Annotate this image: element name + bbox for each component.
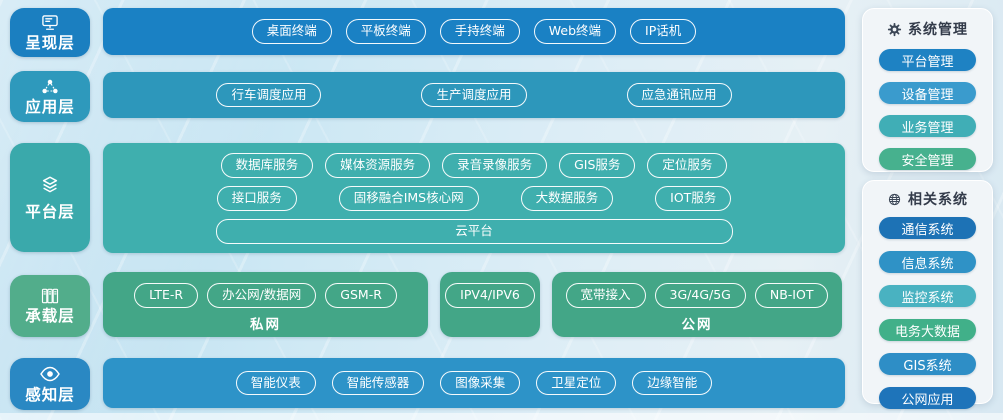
platform-services-row-1: 数据库服务 媒体资源服务 录音录像服务 GIS服务 定位服务 (220, 153, 728, 178)
cloud-platform-pill: 云平台 (215, 218, 733, 244)
service-pill: 固移融合IMS核心网 (338, 185, 479, 211)
service-pill: 定位服务 (647, 153, 728, 178)
application-band: 行车调度应用 生产调度应用 应急通讯应用 (103, 72, 845, 118)
service-pill: GIS服务 (559, 153, 636, 178)
network-pill: 办公网/数据网 (207, 283, 317, 308)
service-pill: 接口服务 (216, 185, 297, 211)
network-pill: GSM-R (325, 283, 397, 308)
system-management-title: 系统管理 (908, 22, 968, 38)
device-management-button[interactable]: 设备管理 (879, 82, 976, 104)
platform-band: 数据库服务 媒体资源服务 录音录像服务 GIS服务 定位服务 接口服务 固移融合… (103, 143, 845, 253)
sensor-pill: 边缘智能 (632, 370, 713, 396)
service-pill: IOT服务 (655, 185, 732, 211)
related-systems-header: 相关系统 (863, 189, 992, 209)
terminal-pill: IP话机 (630, 19, 697, 44)
security-management-button[interactable]: 安全管理 (879, 148, 976, 170)
gis-system-button[interactable]: GIS系统 (879, 353, 976, 375)
sensor-pill: 卫星定位 (536, 370, 617, 396)
layer-label: 应用层 (25, 97, 75, 116)
rack-icon (41, 289, 59, 304)
service-pill: 媒体资源服务 (325, 153, 431, 178)
service-pill: 数据库服务 (220, 153, 314, 178)
public-network-pills: 宽带接入 3G/4G/5G NB-IOT (565, 283, 829, 308)
railway-bigdata-button[interactable]: 电务大数据 (879, 319, 976, 341)
app-pill: 应急通讯应用 (626, 82, 732, 108)
related-systems-card: 相关系统 通信系统 信息系统 监控系统 电务大数据 GIS系统 公网应用 (862, 180, 993, 409)
monitoring-system-button[interactable]: 监控系统 (879, 285, 976, 307)
layer-chip-bearer: 承载层 (10, 275, 90, 337)
layer-label: 感知层 (25, 386, 75, 405)
layer-chip-platform: 平台层 (10, 143, 90, 252)
related-systems-items: 通信系统 信息系统 监控系统 电务大数据 GIS系统 公网应用 (863, 217, 992, 409)
perception-band: 智能仪表 智能传感器 图像采集 卫星定位 边缘智能 (103, 358, 845, 408)
terminal-pill: Web终端 (533, 19, 617, 44)
network-pill: IPV4/IPV6 (445, 283, 535, 308)
network-pill: LTE-R (134, 283, 199, 308)
ip-pills: IPV4/IPV6 (445, 283, 535, 308)
layer-label: 呈现层 (25, 33, 75, 52)
information-system-button[interactable]: 信息系统 (879, 251, 976, 273)
layer-chip-application: 应用层 (10, 71, 90, 122)
service-pill: 大数据服务 (520, 185, 614, 211)
network-pill: 3G/4G/5G (654, 283, 746, 308)
gear-icon (887, 22, 902, 36)
business-management-button[interactable]: 业务管理 (879, 115, 976, 137)
private-network-pills: LTE-R 办公网/数据网 GSM-R (134, 283, 397, 308)
layer-label: 平台层 (25, 202, 75, 221)
public-network-caption: 公网 (681, 316, 713, 333)
layers-icon (42, 176, 58, 193)
network-pill: NB-IOT (754, 283, 829, 308)
system-management-card: 系统管理 平台管理 设备管理 业务管理 安全管理 (862, 8, 993, 172)
share-icon (42, 79, 58, 94)
terminal-pill: 手持终端 (439, 19, 520, 44)
platform-services-row-2: 接口服务 固移融合IMS核心网 大数据服务 IOT服务 (216, 185, 732, 211)
sensor-pill: 智能传感器 (331, 370, 425, 396)
monitor-icon (42, 15, 58, 30)
ip-protocol-block: IPV4/IPV6 (440, 272, 540, 337)
system-management-items: 平台管理 设备管理 业务管理 安全管理 (863, 49, 992, 170)
eye-icon (40, 367, 60, 382)
globe-icon (888, 193, 901, 205)
related-systems-title: 相关系统 (908, 192, 968, 208)
app-pill: 生产调度应用 (421, 82, 527, 108)
private-network-caption: 私网 (250, 316, 281, 333)
private-network-block: LTE-R 办公网/数据网 GSM-R 私网 (103, 272, 428, 337)
layer-chip-perception: 感知层 (10, 358, 90, 410)
layer-label: 承载层 (25, 307, 75, 326)
presentation-band: 桌面终端 平板终端 手持终端 Web终端 IP话机 (103, 8, 845, 55)
communication-system-button[interactable]: 通信系统 (879, 217, 976, 239)
terminal-pill: 平板终端 (345, 19, 426, 44)
network-pill: 宽带接入 (565, 283, 646, 308)
sensor-pill: 图像采集 (440, 370, 521, 396)
layer-chip-presentation: 呈现层 (10, 8, 90, 57)
system-management-header: 系统管理 (863, 19, 992, 39)
public-network-block: 宽带接入 3G/4G/5G NB-IOT 公网 (552, 272, 842, 337)
app-pill: 行车调度应用 (216, 82, 322, 108)
terminal-pill: 桌面终端 (251, 19, 332, 44)
service-pill: 录音录像服务 (442, 153, 548, 178)
sensor-pill: 智能仪表 (235, 370, 316, 396)
public-network-app-button[interactable]: 公网应用 (879, 387, 976, 409)
platform-management-button[interactable]: 平台管理 (879, 49, 976, 71)
